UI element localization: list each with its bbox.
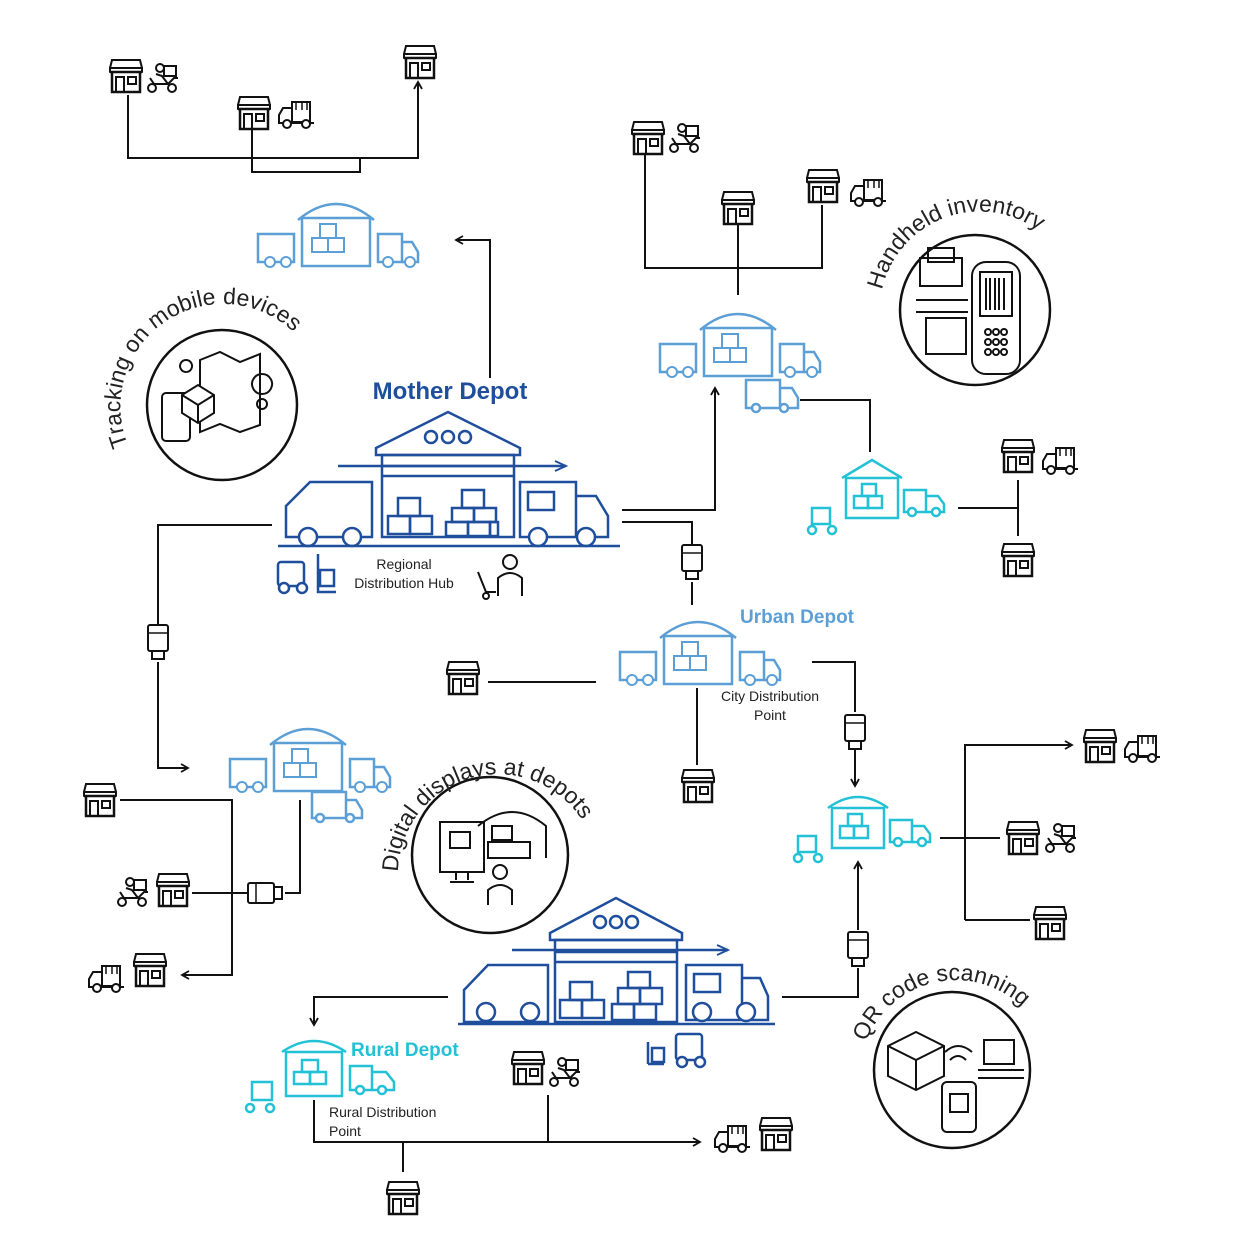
- shop-icon: [445, 660, 481, 696]
- regional-hub-label-line2: Distribution Hub: [354, 575, 454, 591]
- rural-point-label-line2: Point: [329, 1123, 361, 1139]
- cyan-depot-lower: [792, 795, 932, 864]
- shop-icon: [82, 782, 118, 818]
- shop-icon: [680, 768, 716, 804]
- shop-icon: [630, 120, 666, 156]
- shop-icon: [1082, 728, 1118, 764]
- truck-icon: [850, 179, 887, 207]
- qr-phone-icon: [887, 1030, 1024, 1133]
- truck-icon: [714, 1125, 751, 1153]
- shop-icon: [720, 190, 756, 226]
- shop-icon: [1000, 542, 1036, 578]
- display-icon: [439, 811, 547, 905]
- feature-digital: Digital displays at depots: [377, 753, 599, 935]
- cyan-depot-upper: [806, 458, 946, 536]
- shop-icon: [236, 95, 272, 131]
- camera-icon: [681, 544, 703, 580]
- handheld-scanner-icon: [916, 247, 1021, 375]
- truck-icon: [1042, 447, 1079, 475]
- shop-icon: [1005, 820, 1041, 856]
- top-left-depot: [256, 202, 420, 269]
- shop-icon: [108, 58, 144, 94]
- shop-icon: [1032, 905, 1068, 941]
- urban-depot-title: Urban Depot: [740, 607, 855, 628]
- truck-icon: [88, 965, 125, 993]
- worker-cart-icon: [477, 554, 523, 600]
- mother-depot-title: Mother Depot: [373, 378, 528, 405]
- map-phone-icon: [161, 350, 274, 442]
- shop-icon: [402, 44, 438, 80]
- camera-icon: [247, 882, 283, 904]
- urban-depot: Urban Depot City Distribution Point: [618, 607, 855, 723]
- second-hub: [458, 896, 775, 1069]
- feature-tracking: Tracking on mobile devices: [99, 283, 307, 482]
- shop-icon: [155, 872, 191, 908]
- scooter-icon: [669, 123, 701, 153]
- truck-icon: [278, 101, 315, 129]
- feature-qr: QR code scanning: [847, 959, 1036, 1150]
- scooter-icon: [1045, 823, 1077, 853]
- rural-depot-title: Rural Depot: [351, 1040, 459, 1061]
- feature-handheld: Handheld inventory: [862, 190, 1052, 387]
- camera-icon: [844, 714, 866, 750]
- rural-depot: Rural Depot Rural Distribution Point: [244, 1039, 459, 1139]
- shop-icon: [805, 168, 841, 204]
- camera-icon: [847, 931, 869, 967]
- scooter-icon: [117, 877, 149, 907]
- scooter-icon: [147, 63, 179, 93]
- shop-icon: [510, 1050, 546, 1086]
- connector-lines: [120, 80, 1074, 1172]
- shop-icon: [1000, 438, 1036, 474]
- shop-icon: [758, 1116, 794, 1152]
- mother-depot: Mother Depot Regional Distribution Hub: [276, 378, 620, 600]
- scooter-icon: [549, 1057, 581, 1087]
- rural-point-label-line1: Rural Distribution: [329, 1104, 436, 1120]
- upper-right-depot: [658, 312, 822, 414]
- regional-hub-label-line1: Regional: [376, 556, 431, 572]
- shop-icon: [385, 1180, 421, 1216]
- camera-icon: [147, 624, 169, 660]
- city-point-label-line1: City Distribution: [721, 688, 819, 704]
- left-middle-depot: [228, 727, 392, 824]
- truck-icon: [1124, 735, 1161, 763]
- shop-icon: [132, 952, 168, 988]
- city-point-label-line2: Point: [754, 707, 786, 723]
